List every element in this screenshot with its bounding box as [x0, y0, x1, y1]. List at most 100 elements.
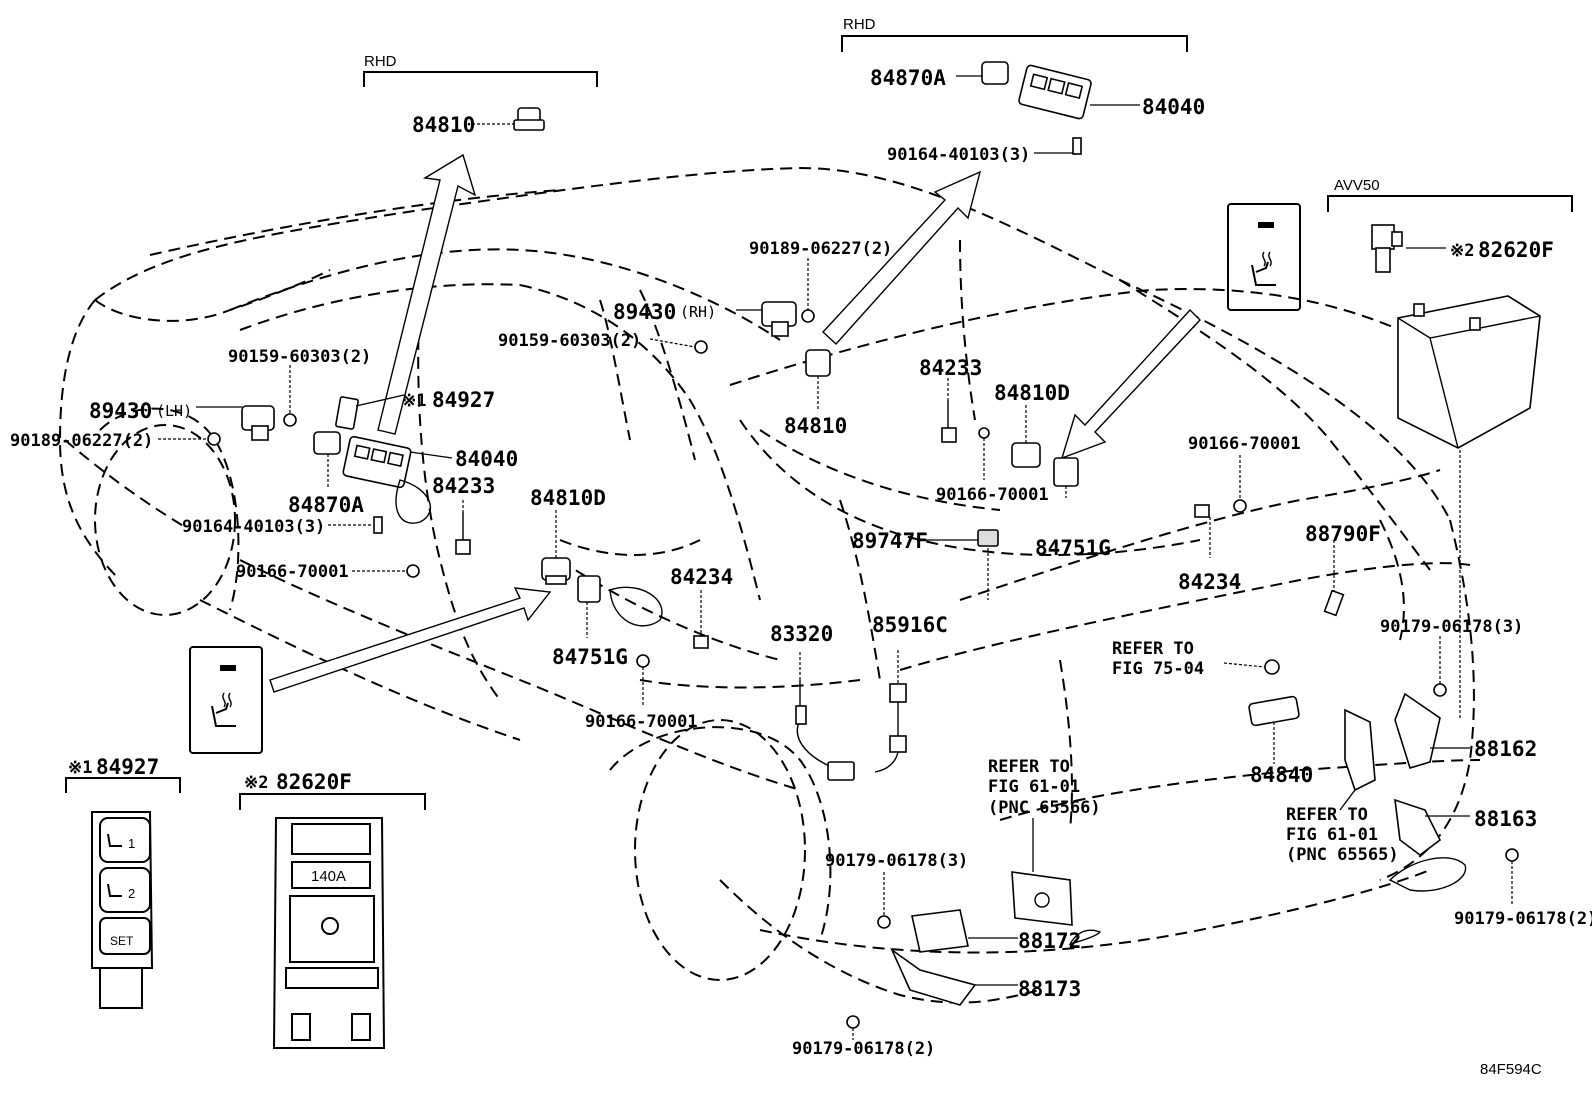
- part-84233-left-glyph: [455, 512, 471, 555]
- memory-button-1-label: 1: [128, 836, 135, 851]
- part-84810-mid-glyph: [805, 349, 831, 377]
- label-refer-7504-line1: REFER TO: [1112, 639, 1194, 659]
- fusible-link-block-glyph: [272, 817, 386, 1049]
- label-90164-left: 90164-40103(3): [182, 517, 325, 537]
- label-90189-lh: 90189-06227(2): [10, 431, 153, 451]
- label-84810D-left: 84810D: [530, 486, 606, 510]
- rhd-right-header: RHD: [843, 16, 876, 33]
- label-refer-6101a-line3: (PNC 65566): [988, 798, 1101, 818]
- inset1-part: 84927: [96, 755, 159, 779]
- part-84840-glyph: [1248, 659, 1300, 727]
- part-number-labels: 84810 84870A 84040 90164-40103(3) ※2 826…: [10, 66, 1592, 1078]
- label-refer-6101a-line2: FIG 61-01: [988, 777, 1080, 797]
- part-84810D-right-glyph: [1011, 442, 1041, 468]
- part-89430-lh-glyph: [241, 405, 275, 441]
- part-84233-mid-glyph: [941, 400, 957, 443]
- memory-switch-glyph: [91, 811, 154, 1009]
- leader-lines: [158, 75, 1513, 1040]
- bracket-65565-glyph: [1344, 708, 1376, 792]
- label-90179-2-right: 90179-06178(2): [1454, 909, 1592, 929]
- label-84810-top: 84810: [412, 113, 475, 137]
- label-83320: 83320: [770, 622, 833, 646]
- fuse-rating-label: 140A: [311, 868, 346, 885]
- label-85916C: 85916C: [872, 613, 948, 637]
- part-88173-glyph: [890, 947, 977, 1006]
- label-refer-7504-line2: FIG 75-04: [1112, 659, 1204, 679]
- label-89430-rh-suffix: (RH): [680, 303, 716, 321]
- part-90179-far-right-glyph: [1505, 848, 1519, 862]
- part-90189-lh-glyph: [207, 432, 221, 446]
- avv50-bracket: [1327, 195, 1573, 212]
- seat-heater-switch-panel-right: [1227, 203, 1301, 311]
- part-90159-rh-glyph: [694, 340, 708, 354]
- memory-set-label: SET: [110, 934, 134, 948]
- label-90166-mid: 90166-70001: [936, 485, 1049, 505]
- label-89747F: 89747F: [852, 529, 928, 553]
- label-84927: 84927: [432, 388, 495, 412]
- label-90166-bottom: 90166-70001: [585, 712, 698, 732]
- part-85916C-glyph: [874, 683, 907, 773]
- part-90164-top-glyph: [1072, 137, 1082, 155]
- label-84751G-right: 84751G: [1035, 536, 1111, 560]
- bracket-65566-glyph: [1011, 871, 1073, 926]
- label-88790F: 88790F: [1305, 522, 1381, 546]
- part-88163-glyph: [1394, 798, 1442, 856]
- figure-code: 84F594C: [1480, 1061, 1542, 1078]
- label-88162: 88162: [1474, 737, 1537, 761]
- car-body-outline: [58, 166, 1481, 1004]
- label-84233-mid: 84233: [919, 356, 982, 380]
- rhd-left-header: RHD: [364, 53, 397, 70]
- part-90179-center-glyph: [877, 915, 891, 929]
- label-84927-mark: ※1: [402, 391, 426, 411]
- part-84870A-left-glyph: [313, 431, 341, 455]
- label-84234-right: 84234: [1178, 570, 1241, 594]
- label-84233-left: 84233: [432, 474, 495, 498]
- seat-heater-switch-panel-left: [189, 646, 263, 754]
- inset1-mark: ※1: [68, 758, 92, 778]
- part-90189-rh-glyph: [801, 309, 815, 323]
- label-90166-right: 90166-70001: [1188, 434, 1301, 454]
- label-88172: 88172: [1018, 929, 1081, 953]
- part-90166-left-glyph: [406, 564, 420, 578]
- part-84927-glyph: [335, 396, 359, 430]
- label-84040-top: 84040: [1142, 95, 1205, 119]
- label-refer-6101b-line2: FIG 61-01: [1286, 825, 1378, 845]
- label-88173: 88173: [1018, 977, 1081, 1001]
- label-84810-mid: 84810: [784, 414, 847, 438]
- label-84751G-left: 84751G: [552, 645, 628, 669]
- part-90164-left-glyph: [373, 516, 383, 534]
- part-84751G-right-glyph: [1053, 457, 1079, 487]
- part-90179-bottom-glyph: [846, 1015, 860, 1029]
- door-handle-left-glyph: [395, 479, 432, 524]
- label-84234-left: 84234: [670, 565, 733, 589]
- part-90166-bottom-glyph: [636, 654, 650, 668]
- label-90189-rh: 90189-06227(2): [749, 239, 892, 259]
- label-90164-top: 90164-40103(3): [887, 145, 1030, 165]
- label-82620F-top-mark: ※2: [1450, 241, 1474, 261]
- label-refer-6101b-line1: REFER TO: [1286, 805, 1368, 825]
- part-88162-glyph: [1394, 692, 1441, 769]
- arrow-to-rhd-left: [377, 153, 477, 435]
- part-88173-far-glyph: [1068, 929, 1102, 946]
- label-84840: 84840: [1250, 763, 1313, 787]
- arrow-from-seat-switch-right: [1060, 308, 1201, 460]
- label-90159-lh: 90159-60303(2): [228, 347, 371, 367]
- part-84870A-top-glyph: [981, 61, 1009, 85]
- label-89430-lh: 89430: [89, 399, 152, 423]
- label-88163: 88163: [1474, 807, 1537, 831]
- part-83320-glyph: [795, 680, 855, 781]
- part-89430-rh-glyph: [761, 301, 797, 337]
- label-refer-6101a-line1: REFER TO: [988, 757, 1070, 777]
- part-84810D-left-glyph: [541, 557, 571, 585]
- arrow-from-seat-switch-left: [269, 587, 552, 693]
- part-88790F-glyph: [1323, 589, 1345, 617]
- label-84040-left: 84040: [455, 447, 518, 471]
- part-89747F-glyph: [977, 529, 999, 600]
- battery-glyph: [1397, 295, 1541, 720]
- label-90159-rh: 90159-60303(2): [498, 331, 641, 351]
- part-90166-right-glyph: [1233, 499, 1247, 513]
- part-90166-mid-glyph: [978, 427, 990, 439]
- inset-82620F-bracket: [239, 793, 426, 810]
- label-89430-lh-suffix: (LH): [156, 402, 192, 420]
